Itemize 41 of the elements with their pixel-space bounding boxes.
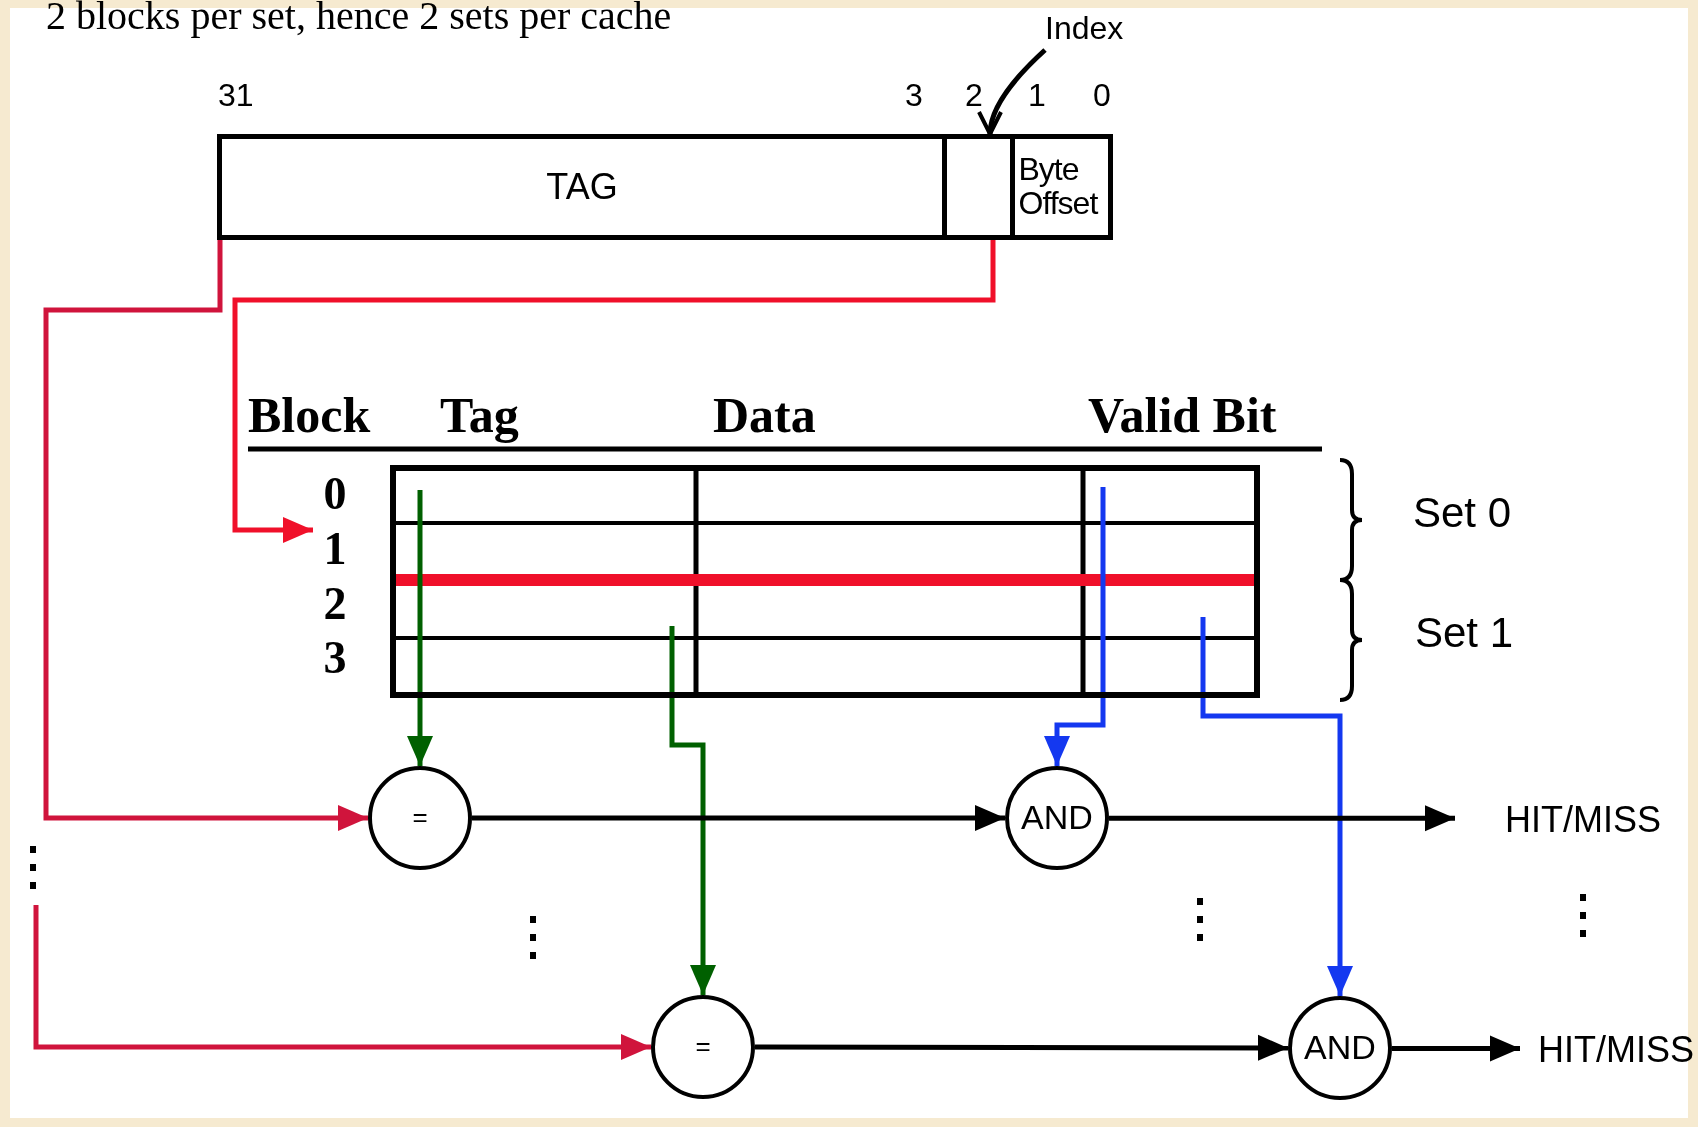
hit-miss-label: HIT/MISS xyxy=(1455,795,1670,845)
bit-number: 2 xyxy=(965,78,983,114)
gate-label: AND xyxy=(1304,1030,1376,1066)
cache-table xyxy=(390,465,1260,698)
bit-number: 1 xyxy=(1028,78,1046,114)
bit-number: 31 xyxy=(218,78,254,114)
arrow xyxy=(1109,805,1455,832)
equals-sign: = xyxy=(695,1033,711,1061)
index-label: Index xyxy=(1045,6,1140,50)
field-label: Byte Offset xyxy=(1018,153,1099,221)
arrow xyxy=(472,805,1005,831)
hit-miss-label: HIT/MISS xyxy=(1520,1025,1692,1075)
arrow xyxy=(1392,1035,1520,1062)
block-number: 2 xyxy=(313,578,357,628)
block-number: 3 xyxy=(313,632,357,682)
gate-label: AND xyxy=(1021,800,1093,836)
arrow xyxy=(669,698,716,995)
column-header: Tag xyxy=(440,388,519,443)
bit-number: 0 xyxy=(1093,78,1111,114)
arrow xyxy=(407,698,433,766)
byte-offset-field xyxy=(1015,134,1113,240)
arrow xyxy=(43,240,368,831)
set-label: Set 0 xyxy=(1413,490,1512,537)
field-label: TAG xyxy=(546,168,618,206)
equals-sign: = xyxy=(412,804,428,832)
arrow xyxy=(33,905,651,1060)
column-header: Block xyxy=(248,388,371,443)
leader-line xyxy=(978,48,1047,136)
arrow xyxy=(1200,698,1353,996)
block-number: 1 xyxy=(313,523,357,573)
column-header: Valid Bit xyxy=(1088,388,1277,443)
tag-field xyxy=(217,134,947,240)
arrow xyxy=(232,240,996,543)
block-number: 0 xyxy=(313,468,357,518)
set-label: Set 1 xyxy=(1415,610,1514,657)
column-header: Data xyxy=(713,388,816,443)
arrow xyxy=(1044,698,1106,766)
bit-number: 3 xyxy=(905,78,923,114)
bullet-text: 2 blocks per set, hence 2 sets per cache xyxy=(46,0,672,38)
index-field xyxy=(947,134,1015,240)
arrow xyxy=(755,1034,1288,1061)
